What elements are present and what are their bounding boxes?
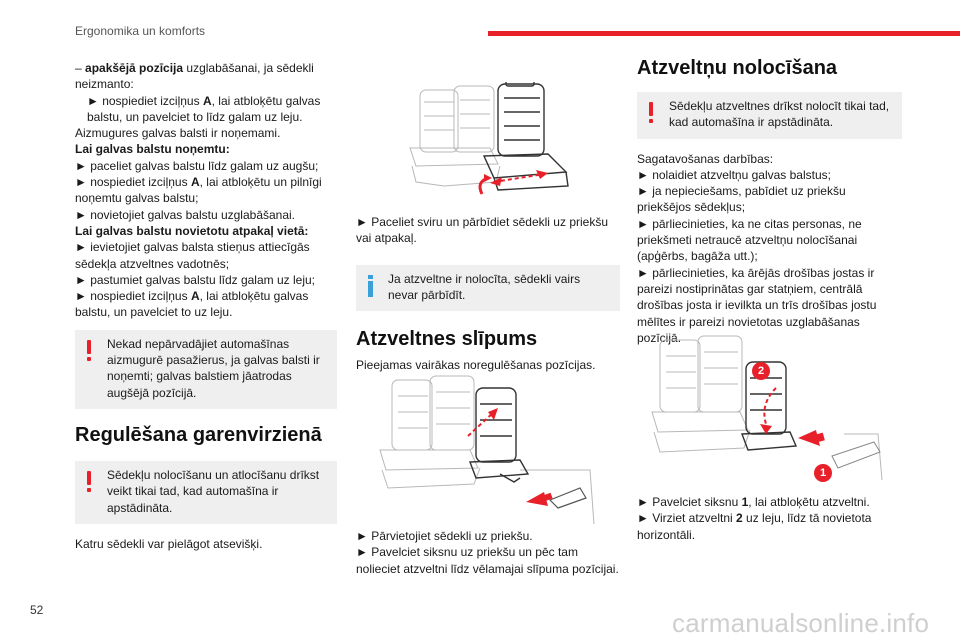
warning-icon (85, 470, 93, 493)
running-header: Ergonomika un komforts (75, 24, 206, 38)
step-move-forward: ► Pārvietojiet sēdekli uz priekšu. (356, 529, 533, 543)
step-refit-3: ► nospiediet izciļņus A, lai atbloķētu g… (75, 288, 337, 321)
text: ► nospiediet izciļņus (75, 175, 191, 190)
warning-box-folding: Sēdekļu nolocīšanu un atlocīšanu drīkst … (75, 460, 337, 524)
label-1: 1 (741, 495, 749, 509)
label-2: 2 (736, 511, 743, 526)
watermark: carmanualsonline.info (672, 608, 930, 638)
step-slide-seat: ► Paceliet sviru un pārbīdiet sēdekli uz… (356, 215, 608, 246)
prep-step-3: ► pārliecinieties, ka ne citas personas,… (637, 216, 862, 264)
subheading-remove: Lai galvas balstu noņemtu: (75, 142, 230, 157)
text: ► Virziet atzveltni (637, 511, 737, 526)
warning-icon (85, 339, 93, 362)
column-3-steps: ► Pavelciet siksnu 1, lai atbloķētu atzv… (637, 494, 902, 543)
text: , lai atbloķētu atzveltni. (748, 495, 870, 509)
paragraph-positions: Pieejamas vairākas noregulēšanas pozīcij… (356, 358, 596, 373)
label-a: A (190, 175, 200, 190)
step-move-backrest-2: ► Virziet atzveltni 2 uz leju, līdz tā n… (637, 510, 902, 543)
warning-text: Sēdekļu nolocīšanu un atlocīšanu drīkst … (107, 467, 320, 515)
column-2-steps: ► Pārvietojiet sēdekli uz priekšu. ► Pav… (356, 528, 620, 577)
warning-text: Nekad nepārvadājiet automašīnas aizmugur… (107, 336, 320, 400)
subheading-refit: Lai galvas balstu novietotu atpakaļ viet… (75, 223, 309, 238)
step-pull-strap: ► Pavelciet siksnu uz priekšu un pēc tam… (356, 545, 619, 576)
prep-step-2: ► ja nepieciešams, pabīdiet uz priekšu p… (637, 184, 846, 215)
step-remove-3: ► novietojiet galvas balstu uzglabāšanai… (75, 207, 296, 222)
step-refit-2: ► pastumiet galvas balstu līdz galam uz … (75, 272, 315, 287)
seat-recline-illustration (379, 375, 595, 525)
warning-box-headrests: Nekad nepārvadājiet automašīnas aizmugur… (75, 329, 337, 409)
callout-1: 1 (814, 464, 832, 482)
page-number: 52 (30, 603, 44, 617)
step-remove-2: ► nospiediet izciļņus A, lai atbloķētu u… (75, 174, 337, 207)
text: , lai atbloķētu galvas balstu, un pavelc… (87, 93, 321, 124)
prep-title: Sagatavošanas darbības: (637, 151, 774, 166)
dash: – (75, 61, 86, 75)
section-title-folding: Atzveltņu nolocīšana (637, 57, 838, 79)
figure-backrest-fold: 2 1 (648, 334, 888, 484)
prep-step-4: ► pārliecinieties, ka ārējās drošības jo… (637, 265, 877, 345)
text: , lai atbloķētu un pilnīgi noņemtu galva… (75, 175, 322, 206)
paragraph-lower-position: – apakšējā pozīcija uzglabāšanai, ja sēd… (75, 60, 337, 93)
backrest-fold-illustration (651, 335, 883, 481)
step-refit-1: ► ievietojiet galvas balsta stieņus atti… (75, 240, 310, 271)
step-remove-1: ► paceliet galvas balstu līdz galam uz a… (75, 158, 319, 173)
header-accent-bar (488, 31, 960, 36)
figure-seat-slide (394, 82, 600, 202)
figure-seat-recline (370, 374, 602, 526)
column-2: ► Paceliet sviru un pārbīdiet sēdekli uz… (356, 214, 620, 373)
column-1: – apakšējā pozīcija uzglabāšanai, ja sēd… (75, 60, 337, 552)
bold-term: apakšējā pozīcija (85, 61, 184, 75)
callout-2: 2 (752, 362, 770, 380)
text: uzglabāšanai, ja sēdekli neizmanto: (75, 61, 314, 92)
seat-slide-illustration (409, 82, 569, 195)
section-title-longitudinal: Regulēšana garenvirzienā (75, 423, 322, 446)
text: , lai atbloķētu galvas balstu, un pavelc… (75, 289, 309, 320)
paragraph-adjust-each: Katru sēdekli var pielāgot atsevišķi. (75, 536, 263, 551)
text: ► nospiediet izciļņus (87, 93, 203, 108)
warning-text: Sēdekļu atzveltnes drīkst nolocīt tikai … (669, 99, 890, 130)
info-text: Ja atzveltne ir nolocīta, sēdekli vairs … (388, 271, 581, 302)
text: ► Pavelciet siksnu (637, 495, 742, 509)
text: uz leju, līdz tā novietota horizontāli. (637, 511, 872, 542)
warning-icon (647, 102, 655, 124)
text: ► nospiediet izciļņus (75, 289, 191, 304)
prep-step-1: ► nolaidiet atzveltņu galvas balstus; (637, 167, 831, 182)
info-box-folded: Ja atzveltne ir nolocīta, sēdekli vairs … (356, 264, 620, 312)
warning-box-backrest: Sēdekļu atzveltnes drīkst nolocīt tikai … (637, 92, 902, 139)
section-title-recline: Atzveltnes slīpums (356, 328, 538, 351)
paragraph-removable: Aizmugures galvas balsti ir noņemami. (75, 126, 281, 141)
step-pull-strap-1: ► Pavelciet siksnu 1, lai atbloķētu atzv… (637, 494, 902, 510)
label-a: A (190, 289, 200, 304)
info-icon (368, 274, 374, 297)
step-press-lugs: ► nospiediet izciļņus A, lai atbloķētu g… (75, 93, 337, 126)
column-3: Atzveltņu nolocīšana Sēdekļu atzveltnes … (637, 56, 902, 346)
label-a: A (202, 93, 212, 108)
